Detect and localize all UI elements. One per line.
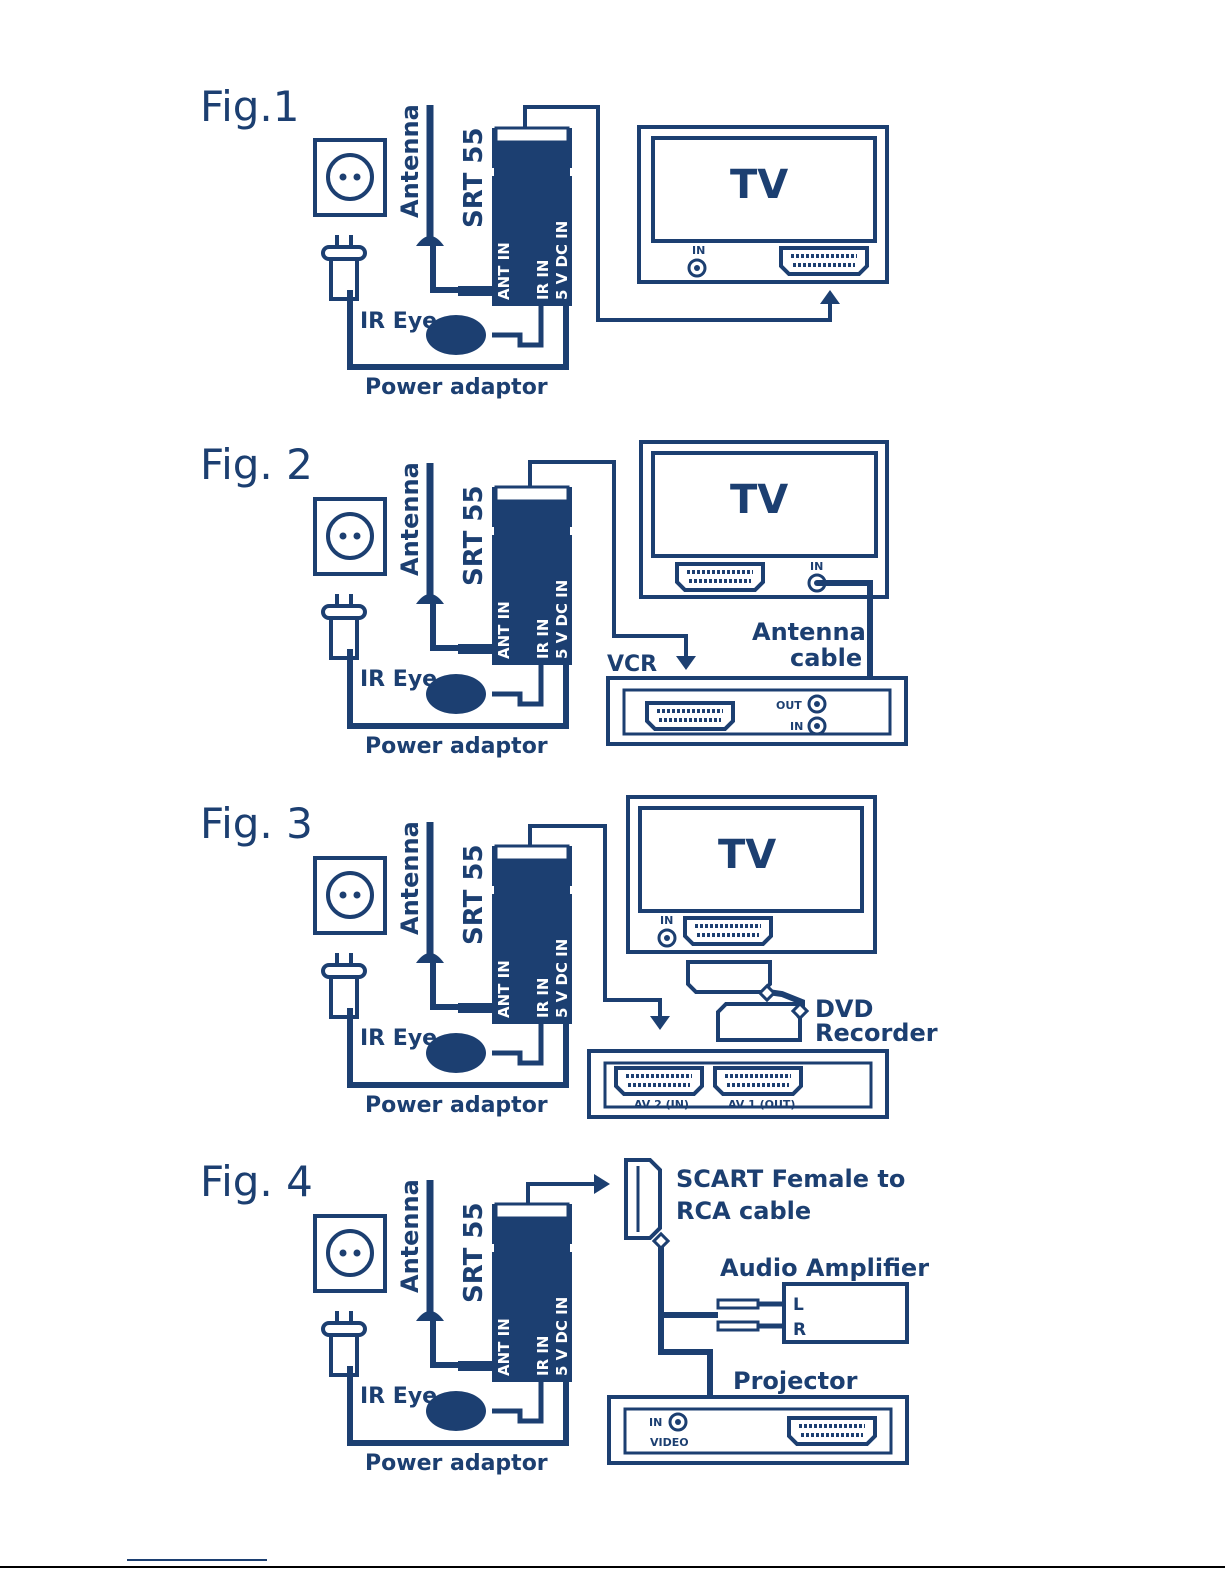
antenna-cable-label-1: Antenna	[752, 618, 866, 646]
device-name: SRT 55	[459, 844, 489, 945]
ant-in-label: ANT IN	[495, 960, 513, 1018]
device-name: SRT 55	[459, 485, 489, 586]
dvd-recorder-icon: AV 2 (IN) AV 1 (OUT)	[587, 1049, 889, 1119]
ir-eye-icon	[426, 315, 486, 355]
figure-2: Fig. 2 Antenna SRT 55 ANT IN IR IN 5 V D…	[200, 440, 908, 759]
ir-in-label: IR IN	[534, 619, 552, 660]
antenna-label: Antenna	[396, 821, 424, 935]
tv-in-label: IN	[692, 244, 705, 257]
ir-eye-icon	[426, 1391, 486, 1431]
scart-connector-icon	[624, 1158, 662, 1240]
ant-in-label: ANT IN	[495, 242, 513, 300]
figure-title: Fig. 2	[200, 440, 313, 489]
srt55-receiver	[492, 846, 572, 1024]
antenna-base-icon	[416, 1311, 444, 1321]
figure-title: Fig.1	[200, 82, 300, 131]
tv-label: TV	[718, 832, 776, 878]
projector-icon: IN VIDEO	[607, 1395, 909, 1465]
amp-right-label: R	[793, 1320, 806, 1340]
dvd-label-1: DVD	[815, 995, 873, 1023]
antenna-base-icon	[416, 594, 444, 604]
wall-socket-icon	[313, 1214, 387, 1293]
power-adaptor-label: Power adaptor	[365, 734, 548, 759]
ir-in-label: IR IN	[534, 1336, 552, 1377]
figure-4: Fig. 4 Antenna SRT 55 ANT IN IR IN 5 V D…	[200, 1157, 929, 1476]
power-plug-icon	[321, 233, 367, 301]
srt55-receiver	[492, 1204, 572, 1382]
antenna-label: Antenna	[396, 1179, 424, 1293]
power-plug-icon	[321, 951, 367, 1019]
dc-in-label: 5 V DC IN	[553, 939, 571, 1018]
tv-in-label: IN	[660, 914, 673, 927]
tv-icon: TV IN	[637, 125, 889, 284]
tv-icon: TV IN	[639, 440, 889, 599]
vcr-label: VCR	[607, 652, 657, 677]
wall-socket-icon	[313, 138, 387, 217]
ir-in-label: IR IN	[534, 978, 552, 1019]
tv-icon: TV IN	[626, 795, 877, 954]
figure-3: Fig. 3 Antenna SRT 55 ANT IN IR IN 5 V D…	[200, 795, 938, 1119]
power-plug-icon	[321, 1309, 367, 1377]
audio-amplifier-icon	[782, 1282, 909, 1344]
antenna-label: Antenna	[396, 104, 424, 218]
ir-eye-label: IR Eye	[360, 667, 437, 692]
srt55-receiver	[492, 487, 572, 665]
power-adaptor-label: Power adaptor	[365, 375, 548, 400]
audio-amplifier-label: Audio Amplifier	[720, 1254, 929, 1282]
page-bottom-rule	[0, 1566, 1225, 1568]
device-name: SRT 55	[459, 1202, 489, 1303]
antenna-cable-label-2: cable	[790, 644, 862, 672]
figure-1: Fig.1 Antenna SRT 55 ANT IN IR IN 5 V DC…	[200, 82, 889, 400]
vcr-out-label: OUT	[776, 699, 802, 712]
wall-socket-icon	[313, 497, 387, 576]
device-name: SRT 55	[459, 127, 489, 228]
ir-eye-label: IR Eye	[360, 309, 437, 334]
ant-in-label: ANT IN	[495, 1318, 513, 1376]
vcr-icon: OUT IN	[606, 676, 908, 746]
ir-eye-icon	[426, 1033, 486, 1073]
antenna-base-icon	[416, 236, 444, 246]
footer-link-underline	[127, 1559, 267, 1561]
srt55-receiver	[492, 128, 572, 306]
vcr-in-label: IN	[790, 720, 803, 733]
proj-in-label: IN	[649, 1416, 662, 1429]
scart-cable-label-2: RCA cable	[676, 1197, 811, 1225]
figure-title: Fig. 3	[200, 799, 313, 848]
av1-label: AV 1 (OUT)	[728, 1098, 795, 1111]
tv-label: TV	[730, 162, 788, 208]
antenna-label: Antenna	[396, 462, 424, 576]
scart-cable-label-1: SCART Female to	[676, 1165, 905, 1193]
ant-in-label: ANT IN	[495, 601, 513, 659]
tv-label: TV	[730, 477, 788, 523]
av2-label: AV 2 (IN)	[634, 1098, 689, 1111]
ir-eye-label: IR Eye	[360, 1026, 437, 1051]
dvd-label-2: Recorder	[815, 1019, 938, 1047]
dc-in-label: 5 V DC IN	[553, 1297, 571, 1376]
ir-eye-icon	[426, 674, 486, 714]
dc-in-label: 5 V DC IN	[553, 221, 571, 300]
ir-in-label: IR IN	[534, 260, 552, 301]
proj-video-label: VIDEO	[650, 1436, 689, 1449]
power-adaptor-label: Power adaptor	[365, 1093, 548, 1118]
antenna-base-icon	[416, 953, 444, 963]
power-adaptor-label: Power adaptor	[365, 1451, 548, 1476]
dc-in-label: 5 V DC IN	[553, 580, 571, 659]
wall-socket-icon	[313, 856, 387, 935]
power-plug-icon	[321, 592, 367, 660]
projector-label: Projector	[733, 1367, 858, 1395]
ir-eye-label: IR Eye	[360, 1384, 437, 1409]
figure-title: Fig. 4	[200, 1157, 313, 1206]
tv-in-label: IN	[810, 560, 823, 573]
amp-left-label: L	[793, 1295, 804, 1315]
